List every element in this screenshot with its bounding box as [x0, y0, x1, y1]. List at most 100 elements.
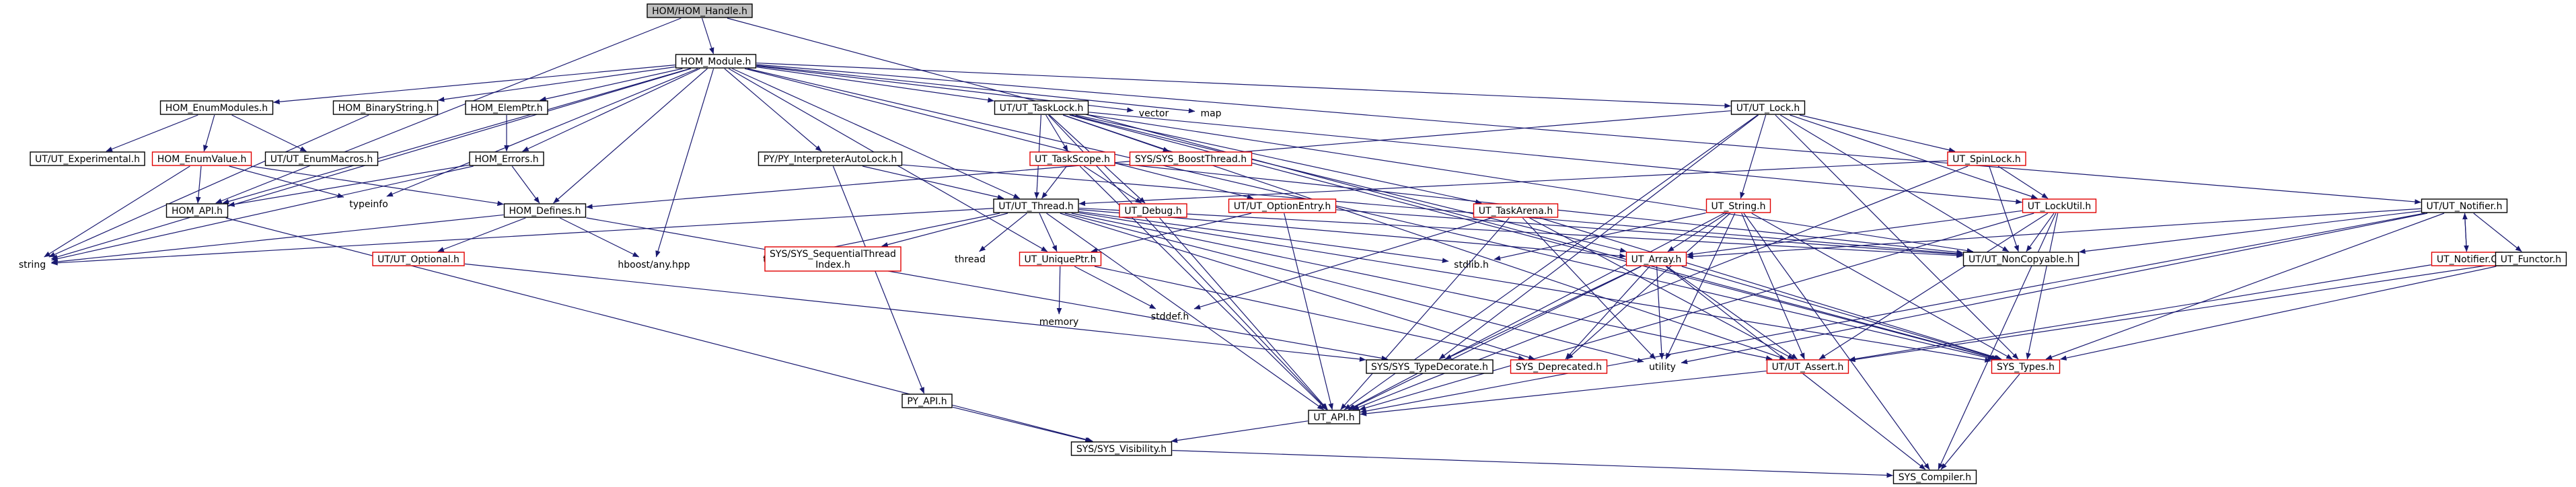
edge-sys-types-to-sys-compiler: [1940, 373, 2020, 470]
node-label: UT/UT_EnumMacros.h: [270, 154, 373, 165]
node-box: [2421, 198, 2508, 213]
node-ut-debug[interactable]: UT_Debug.h: [1119, 203, 1187, 218]
node-box: [465, 100, 548, 115]
edge-ut-notifier-to-sys-types: [2045, 213, 2445, 360]
edge-ut-thread-to-ut-uniqueptr: [1039, 213, 1058, 252]
node-box: [1705, 198, 1771, 213]
node-box: [1308, 410, 1360, 424]
node-utility: utility: [1649, 362, 1676, 373]
edge-ut-string-to-sys-deprecated: [1566, 213, 1731, 360]
node-py-api[interactable]: PY_API.h: [901, 394, 953, 408]
node-sys-typedecorate[interactable]: SYS/SYS_TypeDecorate.h: [1366, 359, 1494, 374]
node-ut-experimental[interactable]: UT/UT_Experimental.h: [30, 151, 145, 166]
node-ut-taskarena[interactable]: UT_TaskArena.h: [1473, 203, 1559, 218]
node-label: UT/UT_Experimental.h: [35, 154, 140, 165]
node-ut-array[interactable]: UT_Array.h: [1625, 252, 1687, 266]
node-box: [1119, 203, 1187, 218]
node-sys-deprecated[interactable]: SYS_Deprecated.h: [1510, 359, 1608, 374]
edge-hom-api-to-sys-visibility: [225, 217, 1093, 443]
node-ut-assert[interactable]: UT/UT_Assert.h: [1766, 359, 1849, 374]
dependency-nodes: HOM/HOM_Handle.hHOM_Module.hHOM_API.hSYS…: [19, 3, 2567, 484]
node-box: [758, 151, 903, 166]
edge-ut-lockutil-to-ut-api: [1359, 213, 2034, 411]
node-hom-enummodules[interactable]: HOM_EnumModules.h: [159, 100, 274, 115]
node-thread: thread: [955, 254, 986, 265]
edge-hom-module-to-ut-thread: [732, 68, 1021, 199]
node-ut-lock[interactable]: UT/UT_Lock.h: [1730, 100, 1806, 115]
node-box: [993, 198, 1079, 213]
node-box: [1473, 203, 1559, 218]
edge-hom-enumvalue-to-hom-defines: [250, 165, 504, 207]
node-ut-noncopyable[interactable]: UT/UT_NonCopyable.h: [1962, 252, 2080, 266]
node-ut-thread[interactable]: UT/UT_Thread.h: [993, 198, 1079, 213]
node-ut-enummacros[interactable]: UT/UT_EnumMacros.h: [264, 151, 379, 166]
node-ut-notifierc[interactable]: UT_Notifier.C: [2431, 252, 2503, 266]
node-box: [1228, 198, 1337, 213]
node-ut-string[interactable]: UT_String.h: [1705, 198, 1771, 213]
edge-ut-taskarena-to-ut-api: [1340, 217, 1510, 410]
node-ut-functor[interactable]: UT_Functor.h: [2495, 252, 2567, 266]
node-ut-spinlock[interactable]: UT_SpinLock.h: [1947, 151, 2026, 166]
node-box: [2495, 252, 2567, 266]
edge-ut-lock-to-ut-lockutil: [1790, 114, 2038, 199]
edge-ut-spinlock-to-ut-lockutil: [1997, 165, 2049, 199]
edge-hom-defines-to-sys-typedecorate: [586, 217, 1389, 361]
node-ut-lockutil[interactable]: UT_LockUtil.h: [2022, 198, 2097, 213]
node-hom-defines[interactable]: HOM_Defines.h: [503, 203, 587, 218]
node-label: UT/UT_TaskLock.h: [1000, 103, 1084, 114]
edge-ut-tasklock-to-ut-taskscope: [1045, 114, 1068, 152]
edge-hom-enummodules-to-hom-enumvalue: [203, 114, 215, 152]
edge-ut-thread-to-sys-types: [1078, 212, 1991, 363]
node-hom-binarystring[interactable]: HOM_BinaryString.h: [332, 100, 439, 115]
node-ut-notifier[interactable]: UT/UT_Notifier.h: [2421, 198, 2508, 213]
edge-ut-taskarena-to-utility: [1522, 217, 1656, 360]
node-hom-handle[interactable]: HOM/HOM_Handle.h: [647, 3, 753, 18]
edge-ut-notifier-to-utility: [1681, 213, 2428, 365]
node-hom-elemptr[interactable]: HOM_ElemPtr.h: [465, 100, 548, 115]
node-label: stddef.h: [1151, 311, 1189, 322]
node-label: memory: [1039, 317, 1079, 328]
node-sys-visibility[interactable]: SYS/SYS_Visibility.h: [1070, 441, 1173, 456]
edge-ut-lock-to-ut-string: [1740, 114, 1767, 199]
node-label: HOM_Errors.h: [474, 154, 538, 165]
node-ut-tasklock[interactable]: UT/UT_TaskLock.h: [994, 100, 1089, 115]
node-label: UT_TaskScope.h: [1035, 154, 1110, 165]
edge-ut-array-to-ut-api: [1348, 266, 1642, 410]
dependency-edges: [44, 17, 2522, 478]
node-box: [1991, 359, 2061, 374]
node-ut-api[interactable]: UT_API.h: [1308, 410, 1360, 424]
node-box: [647, 3, 753, 18]
edge-ut-lockutil-to-ut-noncopyable: [2026, 213, 2055, 252]
node-hom-module[interactable]: HOM_Module.h: [675, 54, 757, 69]
edge-ut-array-to-sys-typedecorate: [1444, 266, 1642, 360]
node-label: UT_UniquePtr.h: [1025, 254, 1097, 265]
node-memory: memory: [1039, 317, 1079, 328]
edge-ut-notifier-to-ut-array: [1687, 208, 2421, 260]
node-sys-boostthread[interactable]: SYS/SYS_BoostThread.h: [1129, 151, 1253, 166]
node-ut-optional[interactable]: UT/UT_Optional.h: [372, 252, 465, 266]
node-sys-types[interactable]: SYS_Types.h: [1991, 359, 2061, 374]
node-sys-compiler[interactable]: SYS_Compiler.h: [1892, 470, 1977, 484]
node-ut-taskscope[interactable]: UT_TaskScope.h: [1029, 151, 1115, 166]
node-label: thread: [955, 254, 986, 265]
node-py-interpreterautolock[interactable]: PY/PY_InterpreterAutoLock.h: [758, 151, 903, 166]
node-label: map: [1200, 108, 1221, 119]
edge-ut-notifierc-to-ut-assert: [1849, 264, 2431, 362]
node-ut-optionentry[interactable]: UT/UT_OptionEntry.h: [1228, 198, 1337, 213]
node-ut-uniqueptr[interactable]: UT_UniquePtr.h: [1019, 252, 1102, 266]
node-box: [1947, 151, 2026, 166]
node-box: [675, 54, 757, 69]
edge-ut-notifierc-to-ut-notifier: [2462, 213, 2468, 252]
node-box: [1366, 359, 1494, 374]
edge-ut-string-to-ut-assert: [1741, 213, 1805, 360]
node-hom-api[interactable]: HOM_API.h: [165, 203, 229, 218]
edge-ut-string-to-sys-types: [1751, 213, 2013, 360]
edge-ut-uniqueptr-to-sys-deprecated: [1094, 266, 1525, 361]
edge-hom-module-to-ut-lock: [756, 63, 1731, 108]
node-box: [764, 246, 901, 272]
node-hom-enumvalue[interactable]: HOM_EnumValue.h: [151, 151, 252, 166]
edge-ut-optional-to-sys-typedecorate: [464, 263, 1366, 362]
node-label: SYS/SYS_SequentialThread: [770, 249, 896, 260]
node-hom-errors[interactable]: HOM_Errors.h: [469, 151, 544, 166]
